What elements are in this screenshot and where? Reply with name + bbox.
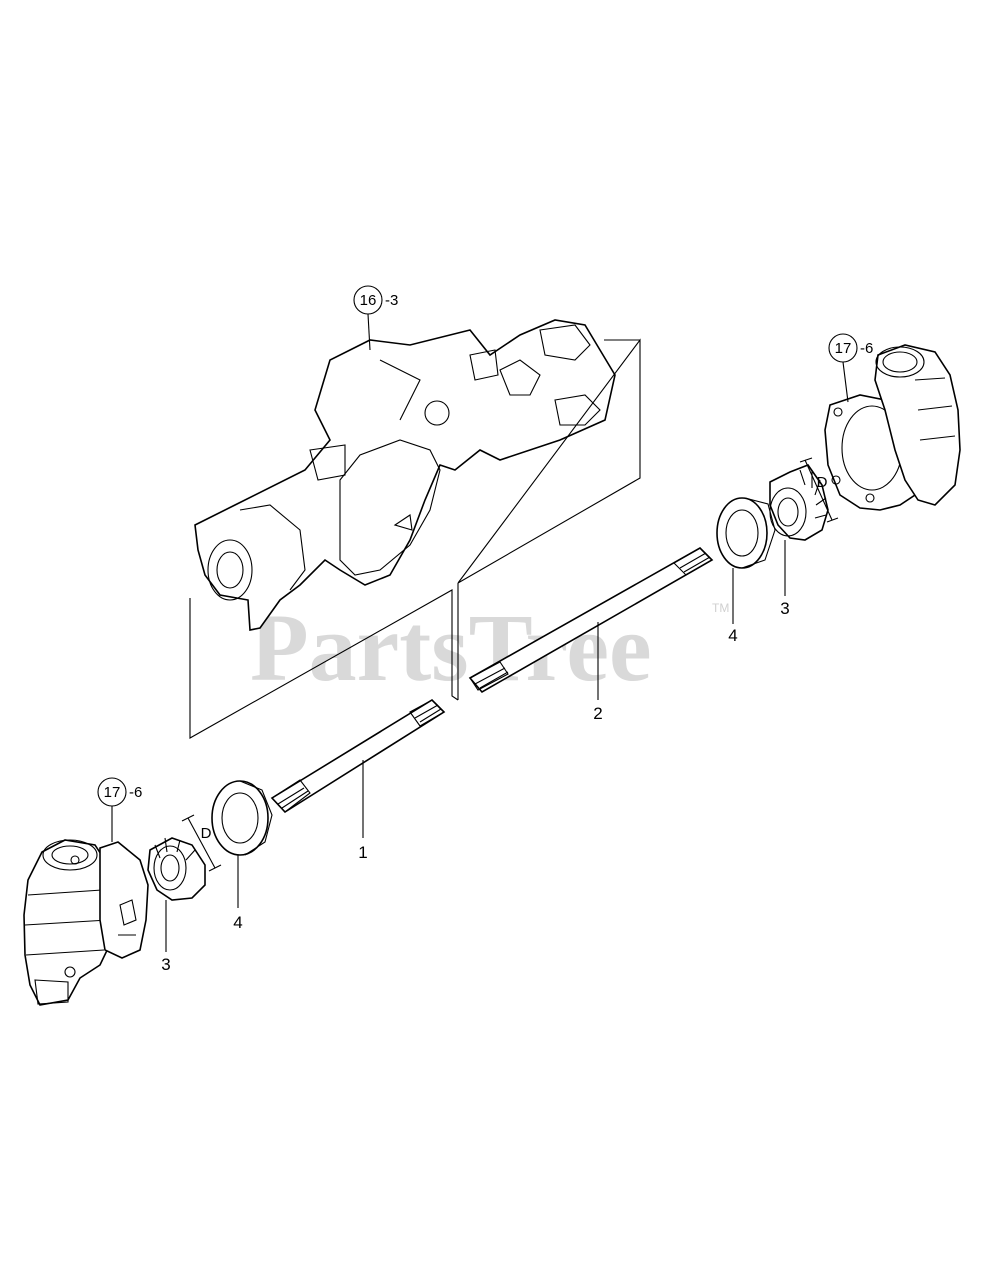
dim-d-left: D: [181, 814, 222, 872]
ref-housing[interactable]: 16 -3: [353, 285, 398, 351]
callout-gear-3-left: 3: [161, 955, 170, 974]
callout-bearing-4-left: 4: [233, 913, 242, 932]
ref-knuckle-left-number: 17: [104, 784, 121, 801]
bearing-4-right[interactable]: [716, 497, 776, 569]
ref-housing-suffix: -3: [385, 292, 398, 309]
dim-d-left-label: D: [201, 825, 212, 842]
shaft-2[interactable]: [468, 547, 714, 694]
dim-d-right-label: D: [817, 474, 828, 491]
explode-frame: [189, 338, 641, 739]
callout-shaft-1: 1: [358, 843, 367, 862]
watermark-tm: TM: [712, 601, 729, 615]
ref-knuckle-right-suffix: -6: [860, 340, 873, 357]
ref-knuckle-left[interactable]: 17 -6: [97, 777, 142, 842]
ref-knuckle-left-suffix: -6: [129, 784, 142, 801]
watermark: PartsTree TM: [250, 594, 729, 701]
callout-bearing-4-right: 4: [728, 626, 737, 645]
shaft-1[interactable]: [270, 698, 446, 814]
callout-shaft-2: 2: [593, 704, 602, 723]
dim-d-right: D: [799, 457, 839, 523]
bearing-4-left[interactable]: [211, 780, 273, 856]
ref-knuckle-right[interactable]: 17 -6: [828, 333, 873, 403]
callout-gear-3-right: 3: [780, 599, 789, 618]
knuckle-left[interactable]: [23, 839, 149, 1006]
ref-housing-number: 16: [360, 292, 377, 309]
gear-3-left[interactable]: [147, 837, 206, 901]
knuckle-right[interactable]: [824, 344, 961, 511]
axle-housing[interactable]: [194, 319, 616, 631]
watermark-text: PartsTree: [250, 594, 652, 701]
ref-knuckle-right-number: 17: [835, 340, 852, 357]
